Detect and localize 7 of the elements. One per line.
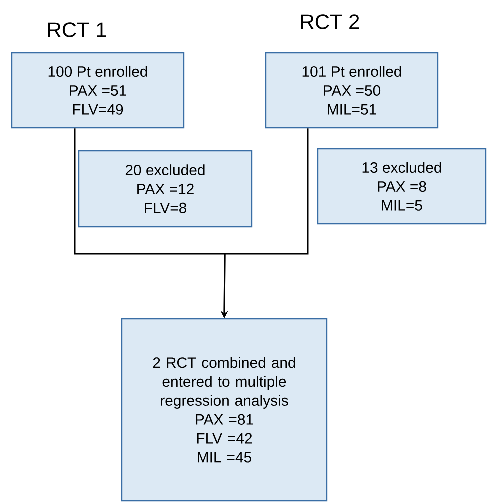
trial-heading: RCT 2 (302, 14, 360, 30)
process-box: 13 excluded PAX =8 MIL=5 (317, 148, 487, 225)
trial-heading: RCT 1 (48, 22, 106, 38)
process-box: 100 Pt enrolled PAX =51 FLV=49 (11, 52, 185, 129)
process-box: 101 Pt enrolled PAX =50 MIL=51 (265, 52, 439, 129)
process-box: 20 excluded PAX =12 FLV=8 (78, 150, 253, 228)
process-box: 2 RCT combined and entered to multiple regression analysis PAX =81 FLV =42 MIL =45 (121, 318, 328, 502)
